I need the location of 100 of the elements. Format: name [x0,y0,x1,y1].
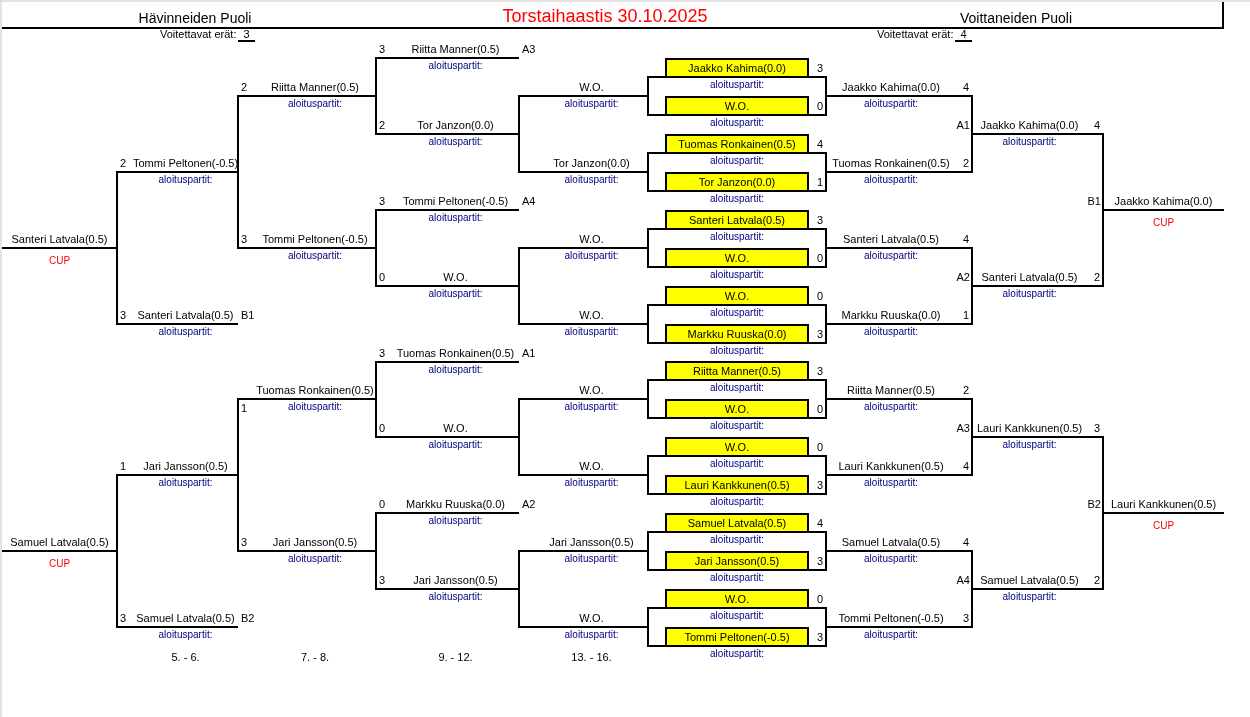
placement-label: 9. - 12. [438,651,473,664]
bracket-line [808,95,827,116]
player-slot: W.O. [519,611,648,628]
starting-games-label: aloituspartit: [710,345,764,357]
bracket-line [647,550,666,571]
bracket-line [647,152,666,173]
bracket-line [647,607,666,628]
player-slot: Jari Jansson(0.5) [133,459,238,476]
player-slot: Tommi Peltonen(-0.5) [133,156,238,173]
starting-games-label: aloituspartit: [1002,288,1057,300]
bracket-line [808,379,827,400]
player-slot: Jari Jansson(0.5) [519,535,648,552]
starting-games-label: aloituspartit: [158,477,213,489]
score: 3 [816,214,823,227]
bracket-line [955,285,973,325]
bracket-line [808,228,827,249]
starting-games-label: aloituspartit: [428,212,483,224]
player-slot: Lauri Kankkunen(0.5) [1103,497,1224,514]
player-slot: Markku Ruuska(0.0) [826,308,956,325]
score: 3 [241,233,248,246]
score: 1 [962,309,969,322]
bracket-line [808,455,827,476]
match-code: A2 [522,498,536,511]
bracket-line [116,474,134,552]
starting-games-label: aloituspartit: [428,439,483,451]
starting-games-label: aloituspartit: [428,591,483,603]
score: 4 [816,138,823,151]
player-box: Samuel Latvala(0.5) [665,513,809,533]
player-slot: Tor Janzon(0.0) [392,118,519,135]
player-slot: W.O. [392,270,519,287]
bracket-line [375,512,393,552]
starting-games-label: aloituspartit: [710,458,764,470]
player-box: Tuomas Ronkainen(0.5) [665,134,809,154]
bracket-line [955,133,973,173]
bracket-line [237,474,255,552]
player-slot: Santeri Latvala(0.5) [2,232,117,249]
bracket-line [808,607,827,628]
starting-games-label: aloituspartit: [564,174,619,186]
player-slot: W.O. [519,308,648,325]
player-slot: Tuomas Ronkainen(0.5) [826,156,956,173]
score: 3 [120,309,127,322]
starting-games-label: aloituspartit: [710,79,764,91]
starting-games-label: aloituspartit: [288,553,342,565]
bracket-line [647,455,666,476]
bracket-line [647,76,666,97]
bracket-line [647,247,666,268]
bracket-line [1086,436,1104,514]
score: 0 [816,100,823,113]
player-box: W.O. [665,96,809,116]
starting-games-label: aloituspartit: [288,98,342,110]
bracket-line [647,304,666,325]
sets-to-win-field: 4 [955,29,972,42]
score: 0 [816,441,823,454]
score: 4 [962,233,969,246]
match-code: A4 [956,574,970,587]
player-box: W.O. [665,286,809,306]
bracket-line [955,95,973,135]
score: 2 [120,157,127,170]
player-slot: Tor Janzon(0.0) [519,156,648,173]
starting-games-label: aloituspartit: [288,401,342,413]
score: 3 [1093,422,1100,435]
starting-games-label: aloituspartit: [288,250,342,262]
player-slot: Jaakko Kahima(0.0) [972,118,1087,135]
bracket-line [808,76,827,97]
score: 4 [1093,119,1100,132]
bracket-line [1086,133,1104,211]
section-heading: Voittaneiden Puoli [959,10,1073,26]
score: 3 [241,536,248,549]
starting-games-label: aloituspartit: [158,174,213,186]
match-code: A3 [522,43,536,56]
player-slot: Riitta Manner(0.5) [254,80,376,97]
starting-games-label: aloituspartit: [1002,136,1057,148]
player-box: Tor Janzon(0.0) [665,172,809,192]
match-code: A1 [956,119,970,132]
score: 3 [379,195,386,208]
starting-games-label: aloituspartit: [864,326,918,338]
match-code: A1 [522,347,536,360]
bracket-line [955,436,973,476]
starting-games-label: aloituspartit: [710,534,764,546]
player-slot: W.O. [392,421,519,438]
starting-games-label: aloituspartit: [864,477,918,489]
player-slot: Tuomas Ronkainen(0.5) [392,346,519,363]
bracket-line [375,209,393,249]
bracket-line [647,323,666,344]
score: 2 [1093,271,1100,284]
starting-games-label: aloituspartit: [564,326,619,338]
bracket-line [808,474,827,495]
placement-label: 13. - 16. [571,651,612,664]
player-slot: W.O. [519,459,648,476]
bracket-line [375,398,393,438]
score: 3 [379,574,386,587]
starting-games-label: aloituspartit: [864,553,918,565]
player-slot: Riitta Manner(0.5) [826,383,956,400]
bracket-line [647,626,666,647]
player-slot: W.O. [519,383,648,400]
player-slot: Samuel Latvala(0.5) [133,611,238,628]
bracket-line [808,171,827,192]
score: 3 [379,43,386,56]
player-box: Santeri Latvala(0.5) [665,210,809,230]
bracket-line [808,152,827,173]
